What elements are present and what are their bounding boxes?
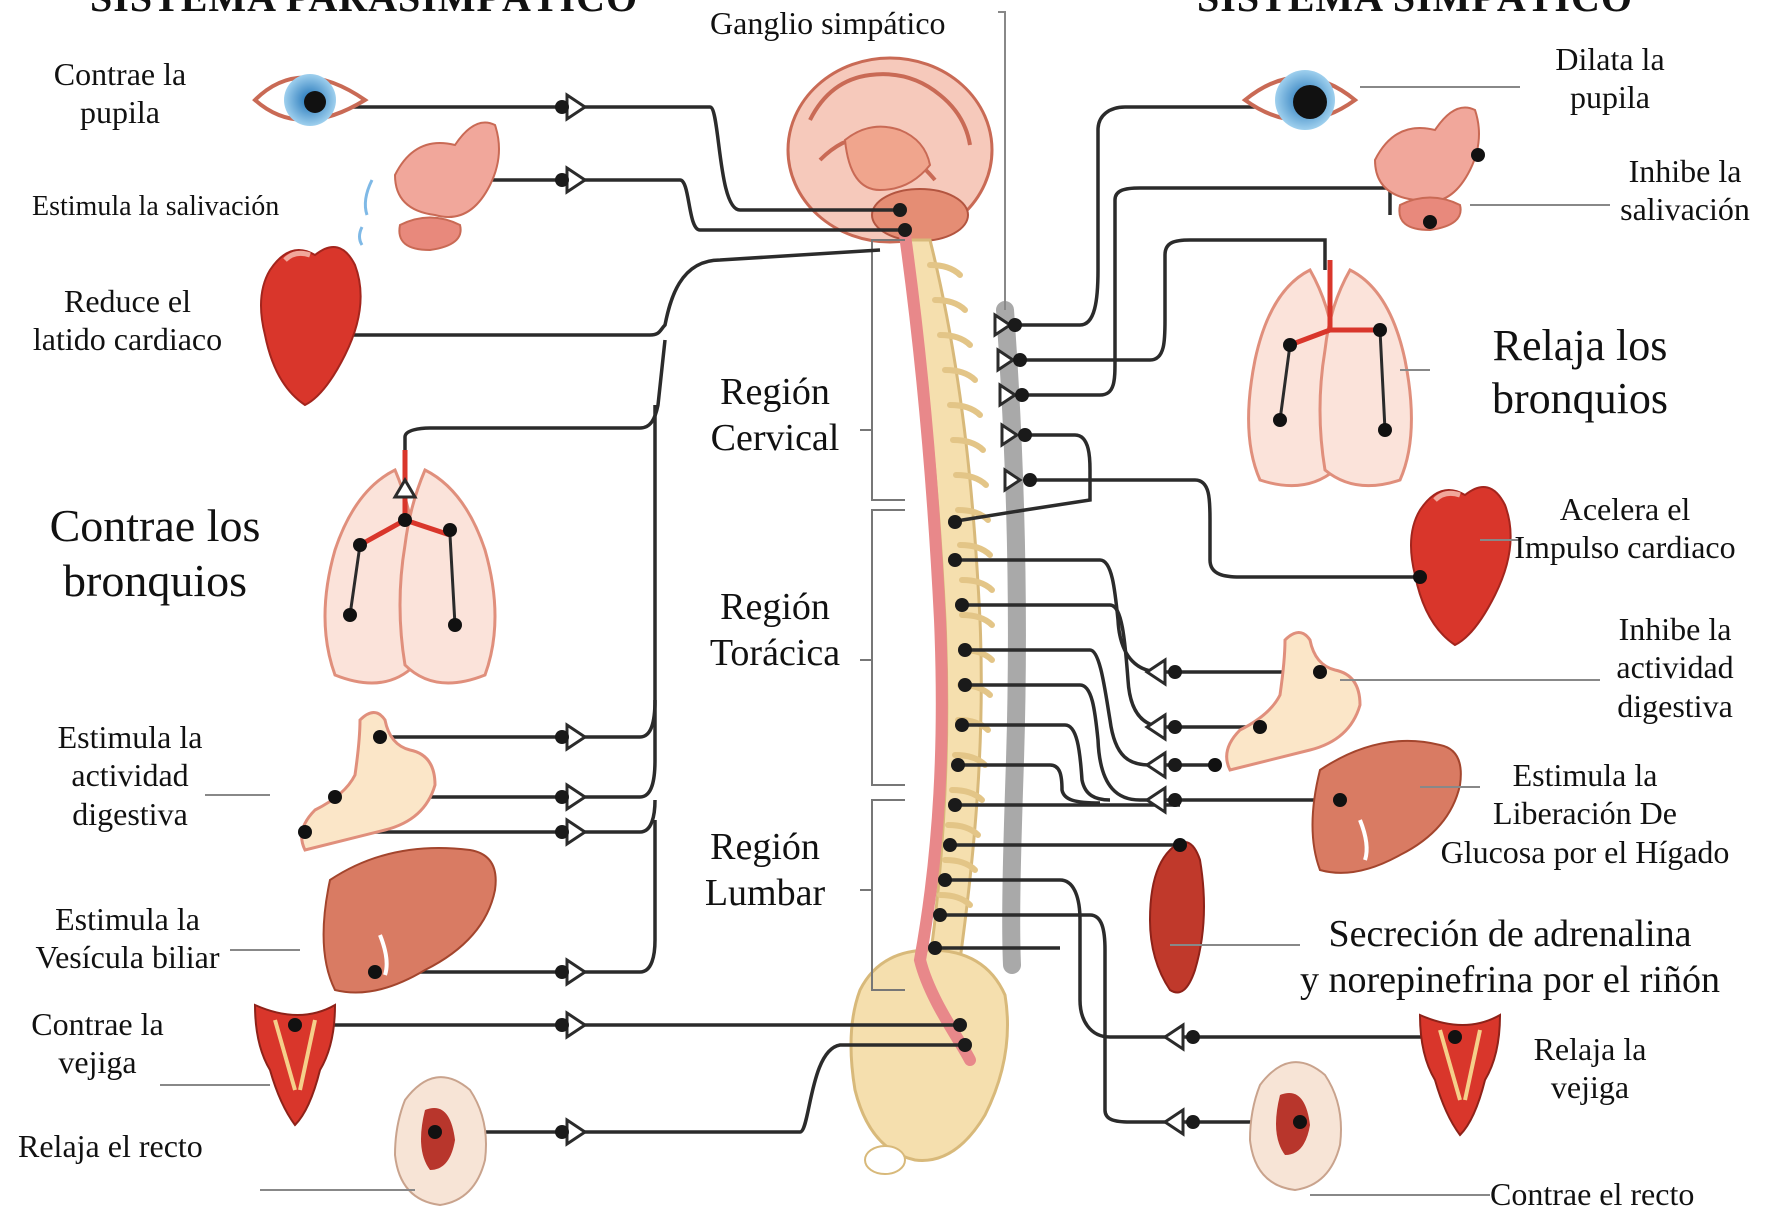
right-bladder-icon (1420, 1015, 1500, 1135)
left-lungs-icon (325, 450, 495, 683)
right-rectum-icon (1250, 1062, 1341, 1190)
left-eye-icon (255, 74, 365, 126)
left-heart-icon (261, 247, 361, 405)
right-eye-icon (1245, 70, 1355, 130)
parasympathetic-header: SISTEMA PARASIMPÁTICO (90, 0, 638, 22)
sympathetic-header: SISTEMA SIMPÁTICO (1197, 0, 1633, 22)
region-brackets (860, 240, 905, 990)
right-adrenal-kidney-icon (1150, 838, 1204, 993)
left-bladder-icon (255, 1005, 335, 1125)
brain (788, 58, 992, 242)
left-salivary-gland-icon (360, 123, 500, 251)
right-stomach-icon (1208, 633, 1360, 773)
ganglion-label: Ganglio simpático (710, 4, 946, 42)
right-lungs-icon (1249, 260, 1412, 486)
para-saliva-label: Estimula la salivación (32, 190, 279, 224)
para-rectum-label: Relaja el recto (18, 1127, 203, 1165)
left-stomach-icon (298, 713, 435, 851)
symp-rectum-label: Contrae el recto (1490, 1175, 1694, 1213)
left-rectum-icon (395, 1077, 486, 1205)
spinal-column (851, 240, 1008, 1174)
